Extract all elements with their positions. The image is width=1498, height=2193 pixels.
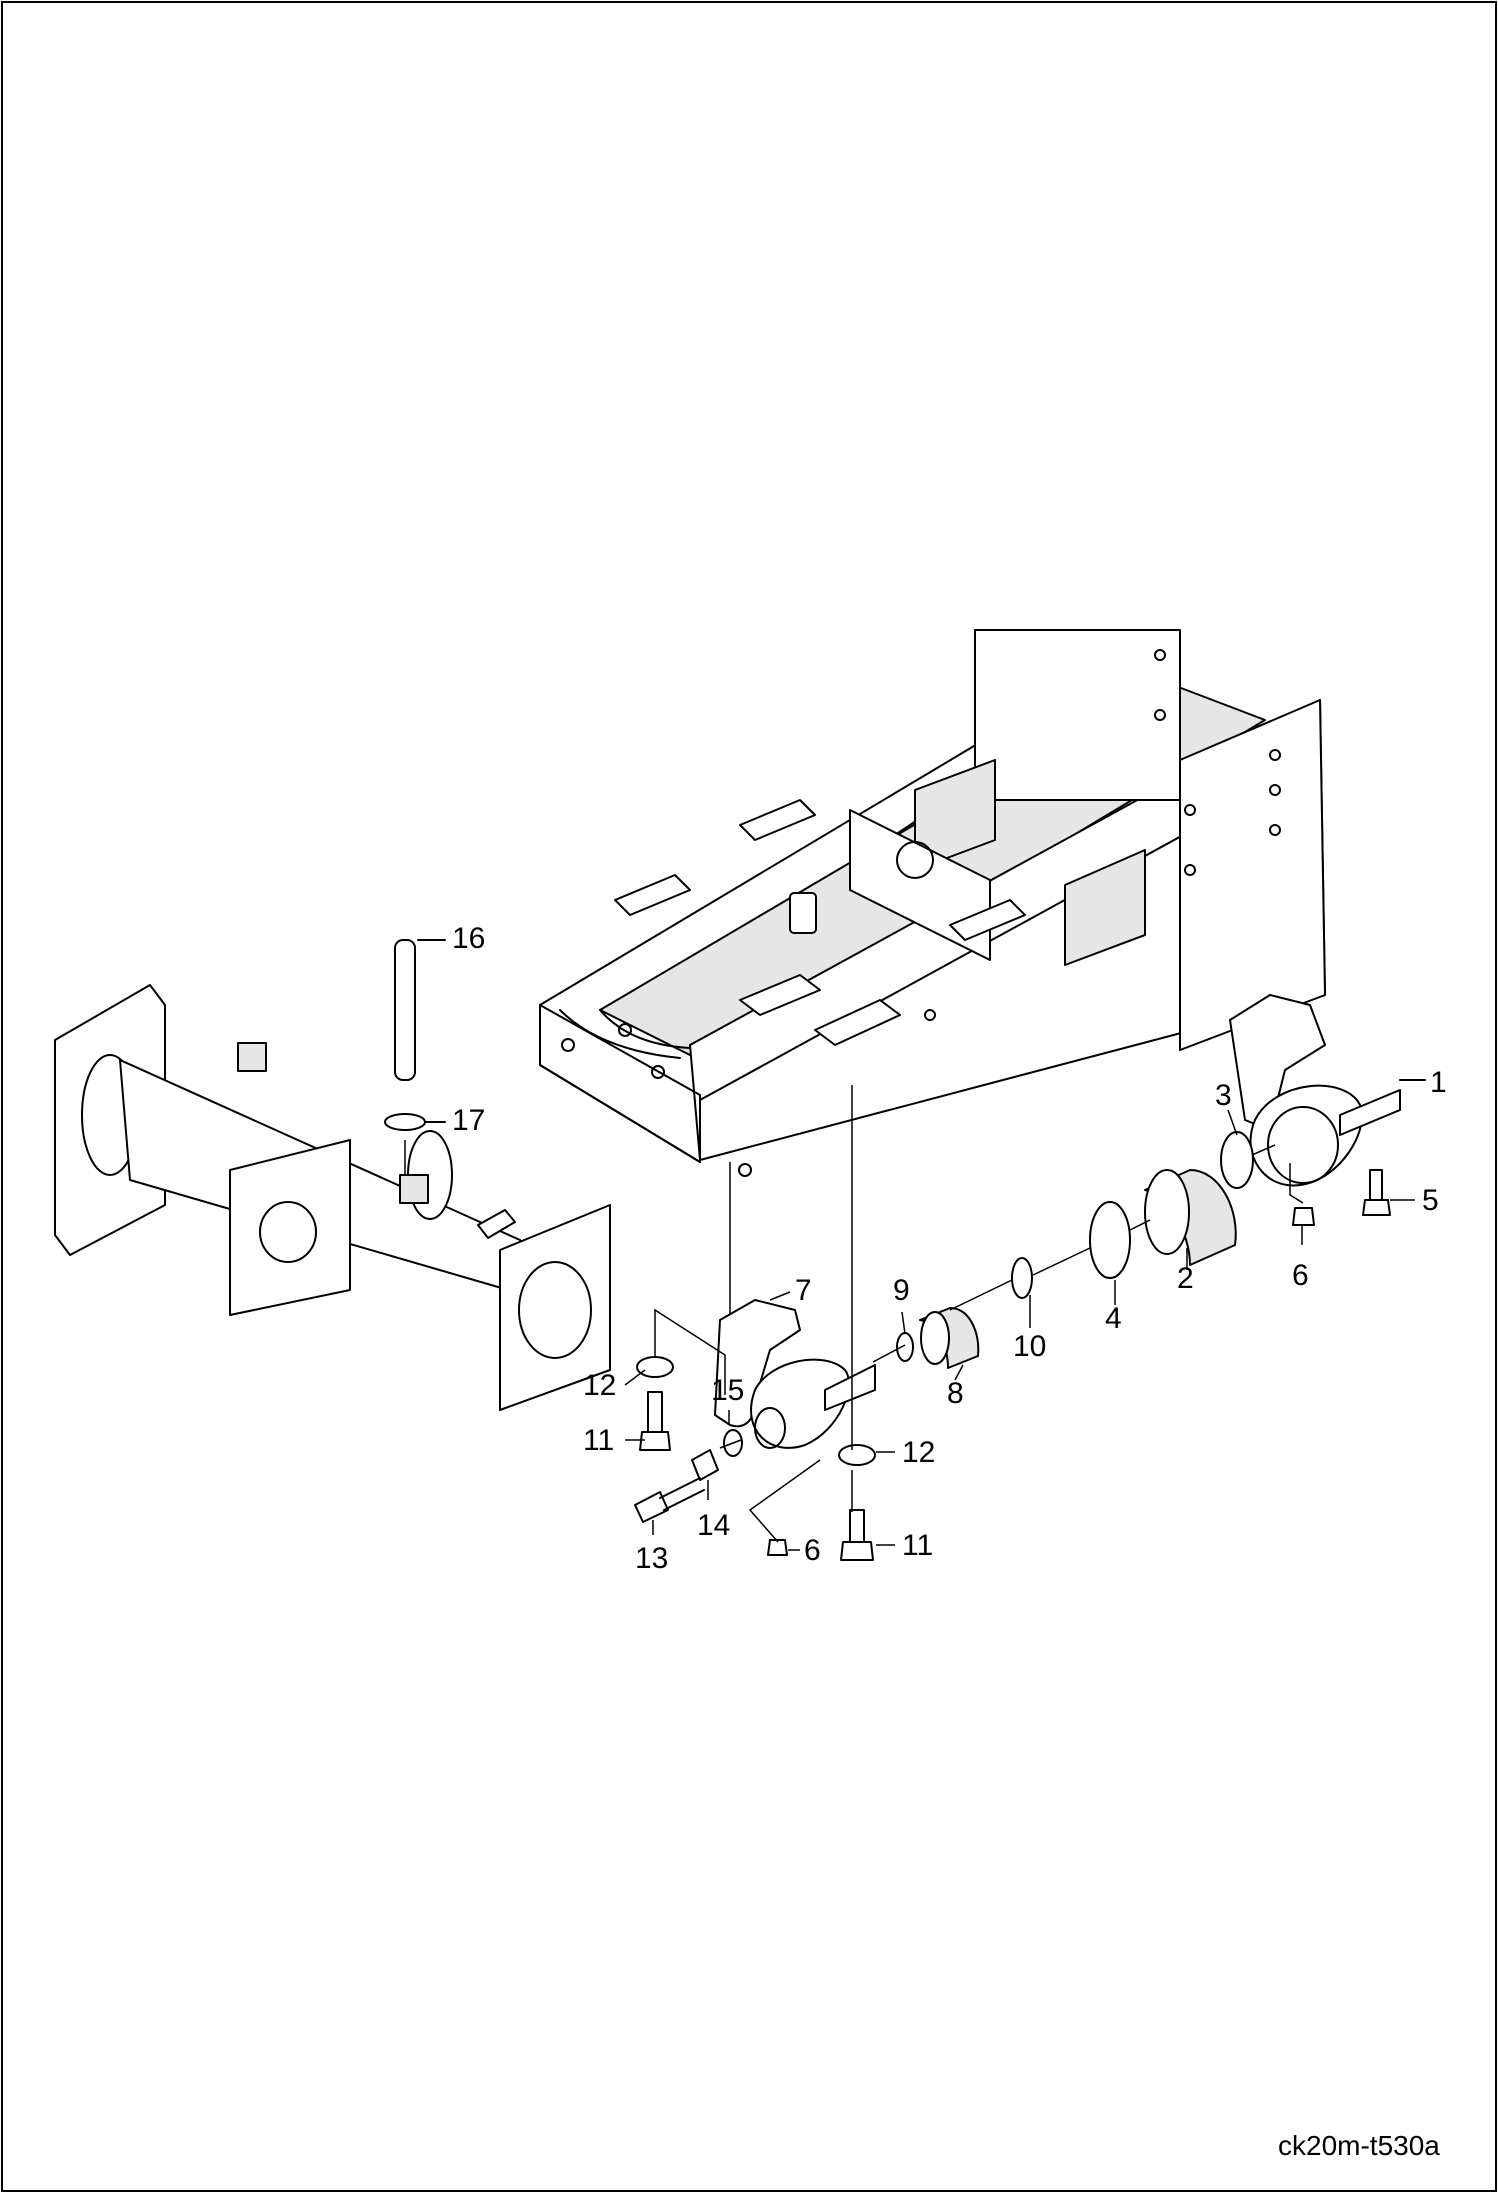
bushing-2 [1144,1169,1237,1266]
o-ring-4 [1089,1201,1131,1279]
bolt-11a [639,1391,671,1451]
callout-10: 10 [1013,1330,1046,1363]
callout-11b: 11 [902,1529,933,1562]
leader-lines [624,1079,1425,1551]
callout-2: 2 [1177,1262,1194,1295]
frame-holes [561,649,1281,1177]
callout-1: 1 [1430,1066,1447,1099]
assembly-lines [654,1085,1276,1543]
callout-3: 3 [1215,1079,1232,1112]
callout-12b: 12 [902,1436,935,1469]
clip-17 [384,1113,446,1131]
callout-16: 16 [452,922,485,955]
callout-6b: 6 [804,1534,821,1567]
callout-12a: 12 [583,1369,616,1402]
callout-15: 15 [711,1374,744,1407]
callout-11a: 11 [583,1424,614,1457]
o-ring-10 [1011,1257,1033,1299]
o-ring-3 [1220,1131,1254,1189]
bolt-11b [840,1509,874,1561]
callout-7: 7 [795,1274,812,1307]
callout-5: 5 [1422,1184,1439,1217]
callout-6a: 6 [1292,1259,1309,1292]
callout-14: 14 [697,1509,730,1542]
nut-14 [691,1449,719,1481]
callout-8: 8 [947,1377,964,1410]
fitting-6a [1292,1207,1315,1226]
washer-12a [636,1356,674,1378]
pivot-bracket-1 [1229,994,1426,1187]
bushing-8 [919,1307,980,1369]
callout-9: 9 [893,1274,910,1307]
pin-16 [394,939,446,1081]
bolt-5 [1362,1169,1391,1216]
washer-12b [838,1444,876,1466]
o-ring-9 [896,1332,914,1362]
callout-13: 13 [635,1542,668,1575]
fitting-6b [767,1539,788,1556]
axle-housing [54,984,611,1411]
callout-17: 17 [452,1104,485,1137]
main-frame [539,629,1326,1177]
drawing-code: ck20m-t530a [1278,2130,1440,2161]
bolt-13 [634,1477,705,1523]
pivot-bracket-7 [714,1299,876,1449]
callout-4: 4 [1105,1302,1122,1335]
